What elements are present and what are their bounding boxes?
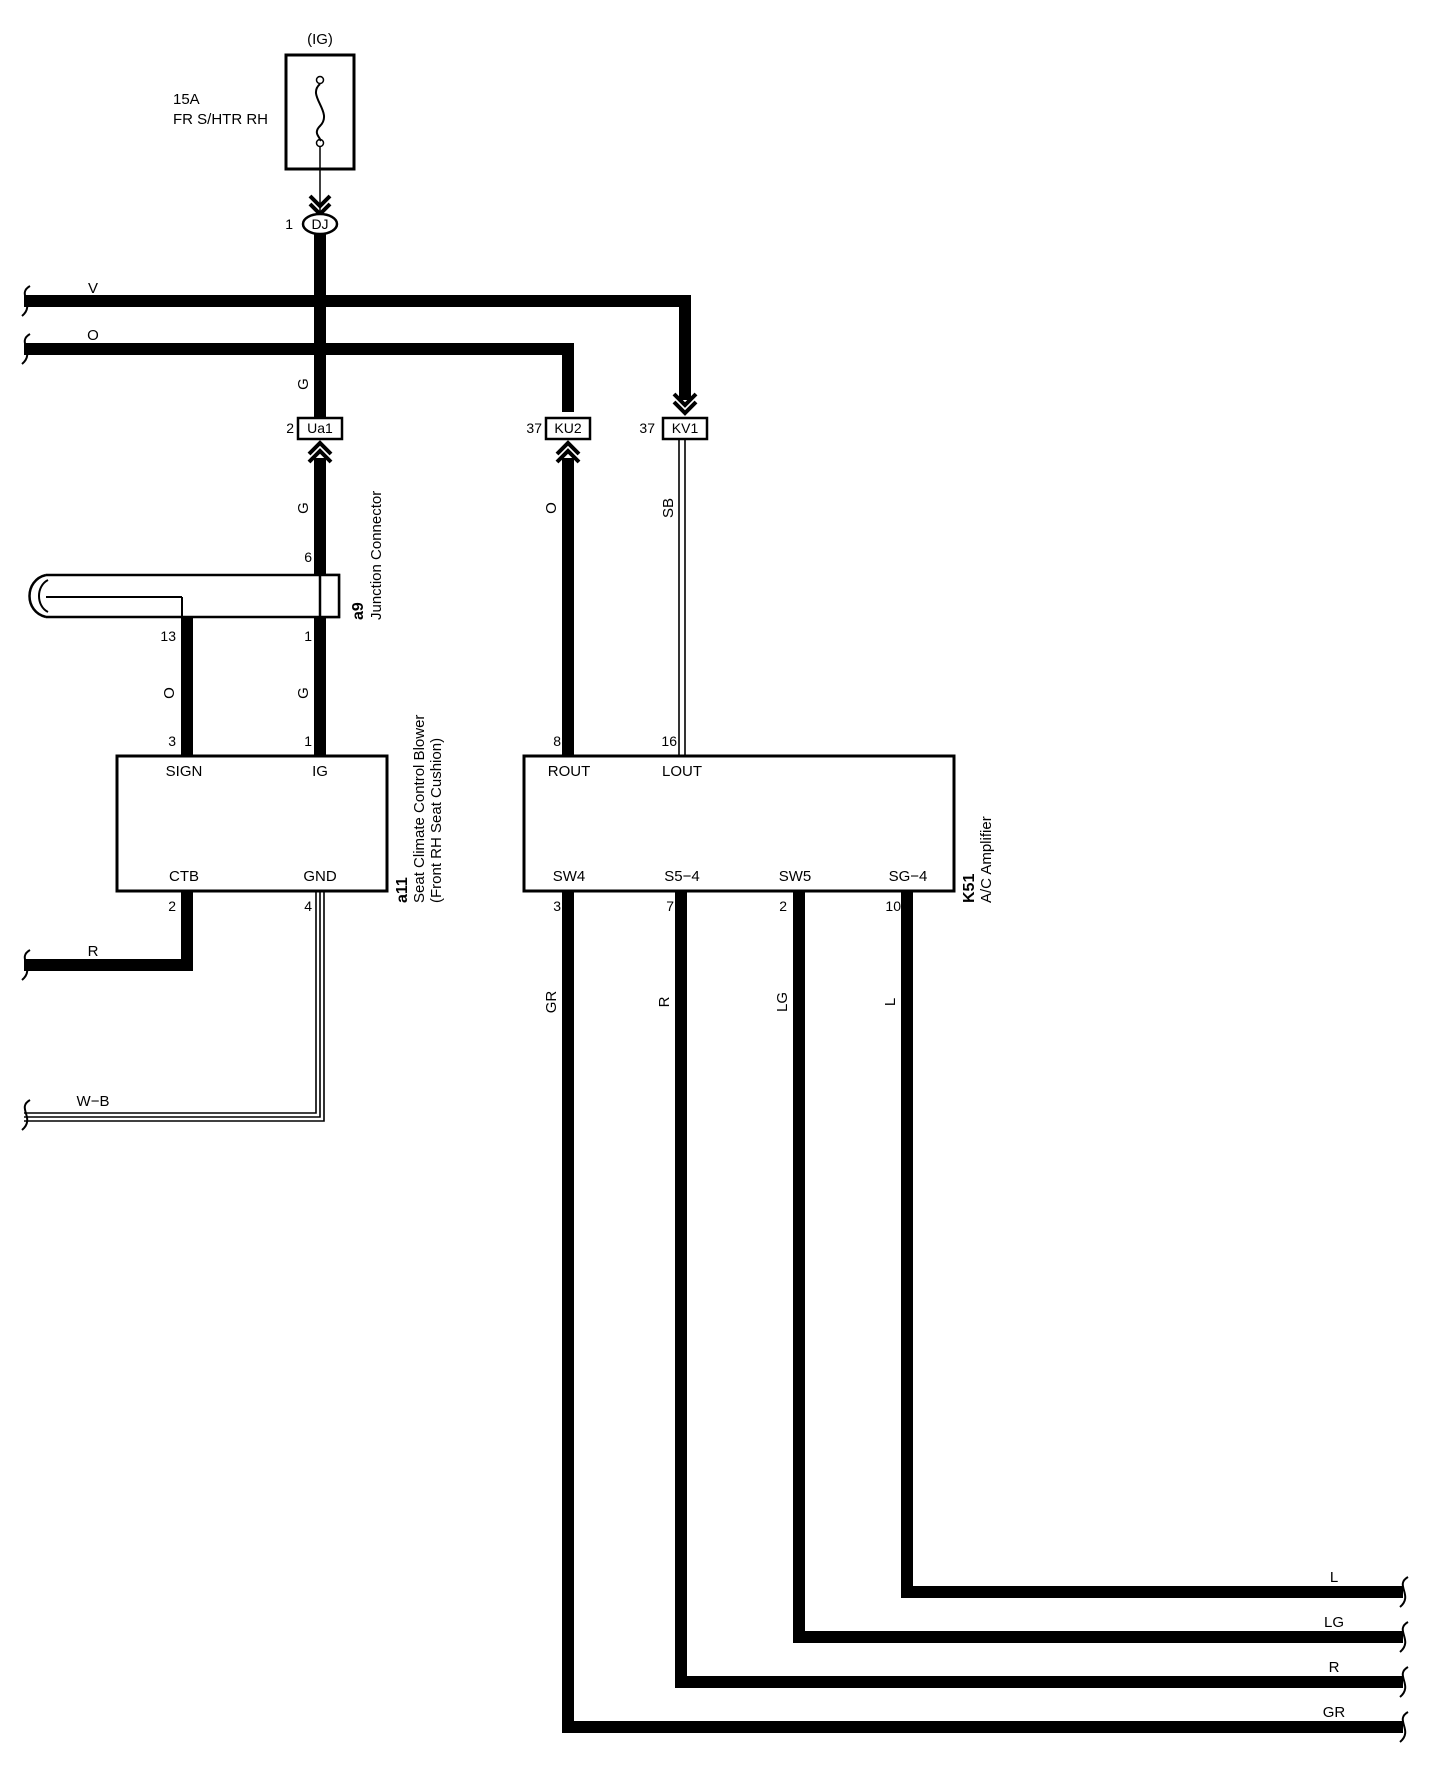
junction-connector [28, 573, 341, 619]
a9-pin-1: 1 [304, 628, 312, 644]
dj-pin: 1 [285, 216, 293, 232]
fuse-supply-label: (IG) [307, 31, 333, 48]
wire-label-l-h: L [1330, 1569, 1338, 1586]
blower-term-ig: IG [312, 763, 328, 780]
wire-break-gr [1399, 1711, 1409, 1743]
wire-label-o-rout: O [543, 502, 560, 514]
blower-pin-ig: 1 [304, 733, 312, 749]
amplifier-box [522, 754, 956, 893]
wire-v [24, 295, 691, 400]
fuse-rating-label: 15A [173, 91, 200, 108]
wire-break-ctb [21, 949, 31, 981]
ku2-pin: 37 [526, 420, 542, 436]
blower-term-gnd: GND [303, 868, 337, 885]
wire-lg [793, 891, 1403, 1643]
wire-label-gr-v: GR [543, 991, 560, 1014]
amp-term-rout: ROUT [548, 763, 591, 780]
wire-label-lg-h: LG [1324, 1614, 1344, 1631]
wire-label-g1: G [295, 378, 312, 390]
ku2-connector [544, 416, 592, 441]
fuse-icon [314, 75, 326, 148]
wire-gr [562, 891, 1403, 1733]
wire-label-o: O [87, 327, 99, 344]
kv1-pin: 37 [639, 420, 655, 436]
kv1-chevron [672, 392, 698, 408]
blower-name: Seat Climate Control Blower [411, 715, 428, 903]
wire-break-gnd [21, 1099, 31, 1131]
ua1-id: Ua1 [307, 420, 333, 436]
blower-pin-sign: 3 [168, 733, 176, 749]
wire-label-r-v: R [656, 996, 673, 1007]
wire-break-v [21, 285, 31, 317]
amplifier-name: A/C Amplifier [978, 816, 995, 903]
blower-sub: (Front RH Seat Cushion) [428, 738, 445, 903]
wire-break-r [1399, 1666, 1409, 1698]
wire-break-lg [1399, 1621, 1409, 1653]
amp-pin-sw4: 3 [553, 898, 561, 914]
wire-label-g-ig: G [295, 687, 312, 699]
ua1-chevron [307, 440, 333, 456]
dj-chevron [308, 194, 332, 209]
ua1-pin: 2 [286, 420, 294, 436]
amp-pin-s54: 7 [666, 898, 674, 914]
blower-pin-ctb: 2 [168, 898, 176, 914]
amplifier-code: K51 [961, 874, 978, 903]
wire-label-v: V [88, 280, 98, 297]
blower-term-sign: SIGN [166, 763, 203, 780]
amp-term-sw4: SW4 [553, 868, 586, 885]
amp-pin-sg4: 10 [885, 898, 901, 914]
wire-wb-gnd [24, 891, 325, 1122]
wire-label-r-h: R [1329, 1659, 1340, 1676]
amp-pin-sw5: 2 [779, 898, 787, 914]
junction-name: Junction Connector [368, 491, 385, 620]
wire-label-wb: W−B [77, 1093, 110, 1110]
fuse-name-label: FR S/HTR RH [173, 111, 268, 128]
blower-term-ctb: CTB [169, 868, 199, 885]
wire-label-g2: G [295, 502, 312, 514]
ua1-connector [296, 416, 344, 441]
kv1-id: KV1 [672, 420, 699, 436]
ku2-id: KU2 [554, 420, 581, 436]
wire-break-o [21, 333, 31, 365]
wire-r [675, 891, 1403, 1688]
ku2-chevron [555, 440, 581, 456]
wire-label-sb: SB [660, 498, 677, 518]
wire-label-r-ctb: R [88, 943, 99, 960]
junction-code: a9 [350, 602, 367, 620]
amp-term-lout: LOUT [662, 763, 702, 780]
amp-pin-lout: 16 [661, 733, 677, 749]
wire-label-l-v: L [882, 998, 899, 1006]
wire-label-gr-h: GR [1323, 1704, 1346, 1721]
wire-label-o-sign: O [161, 687, 178, 699]
amp-term-sw5: SW5 [779, 868, 812, 885]
blower-box [115, 754, 389, 893]
amp-term-sg4: SG−4 [889, 868, 928, 885]
amp-term-s54: S5−4 [664, 868, 699, 885]
wire-label-lg-v: LG [774, 992, 791, 1012]
blower-code: a11 [394, 877, 411, 903]
a9-pin-13: 13 [160, 628, 176, 644]
wire-sb-lout [678, 439, 686, 756]
wire-o-top [24, 343, 574, 412]
blower-pin-gnd: 4 [304, 898, 312, 914]
a9-pin-in: 6 [304, 549, 312, 565]
amp-pin-rout: 8 [553, 733, 561, 749]
wire-l [901, 891, 1403, 1598]
wire-r-ctb [24, 891, 193, 971]
wire-break-l [1399, 1576, 1409, 1608]
dj-id: DJ [311, 216, 328, 232]
